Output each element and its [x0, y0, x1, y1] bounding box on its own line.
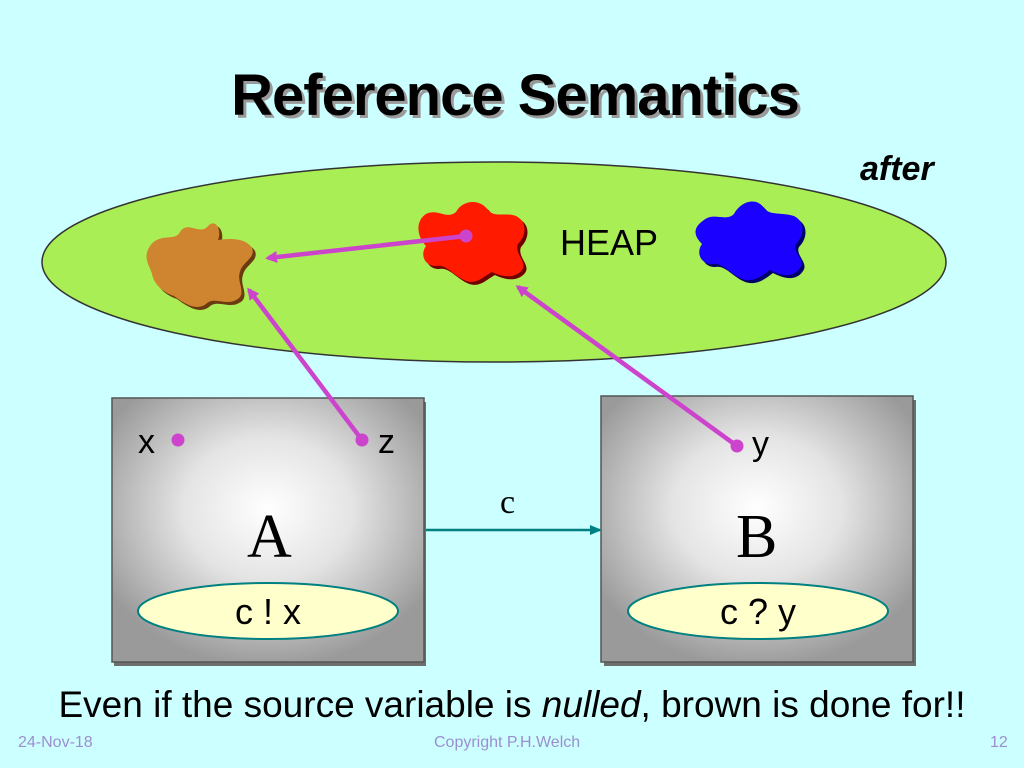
action-ellipse-b — [627, 582, 889, 640]
heap-label: HEAP — [560, 222, 659, 263]
footer-copyright: Copyright P.H.Welch — [434, 734, 581, 751]
blue-object — [695, 201, 806, 284]
variable-z-label: z — [378, 423, 395, 461]
variable-y-label: y — [752, 425, 769, 463]
process-a-action: c ! x — [234, 591, 301, 632]
caption-after: , brown is done for!! — [640, 684, 966, 725]
red-object — [418, 201, 528, 285]
caption-before: Even if the source variable is — [58, 684, 542, 725]
brown-object — [146, 223, 256, 310]
footer-page-number: 12 — [990, 734, 1008, 751]
caption-emphasis: nulled — [541, 684, 641, 725]
red-object-reference-dot — [459, 229, 473, 243]
channel-label: c — [500, 484, 516, 521]
footer-date: 24-Nov-18 — [18, 734, 93, 751]
red-to-brown-arrow — [265, 233, 467, 263]
action-ellipse-a — [137, 582, 399, 640]
variable-x-label: x — [138, 423, 155, 461]
process-a-name: A — [247, 503, 292, 571]
x-reference-dot — [171, 433, 185, 447]
caption: Even if the source variable is nulled, b… — [0, 684, 1024, 726]
y-to-red-arrow — [515, 285, 739, 448]
slide-title: Reference Semantics — [231, 63, 800, 128]
z-reference-dot — [355, 433, 369, 447]
process-b-name: B — [736, 503, 778, 571]
y-reference-dot — [730, 439, 744, 453]
z-to-brown-arrow — [247, 287, 364, 442]
state-label: after — [860, 150, 934, 188]
process-b-action: c ? y — [719, 591, 797, 632]
